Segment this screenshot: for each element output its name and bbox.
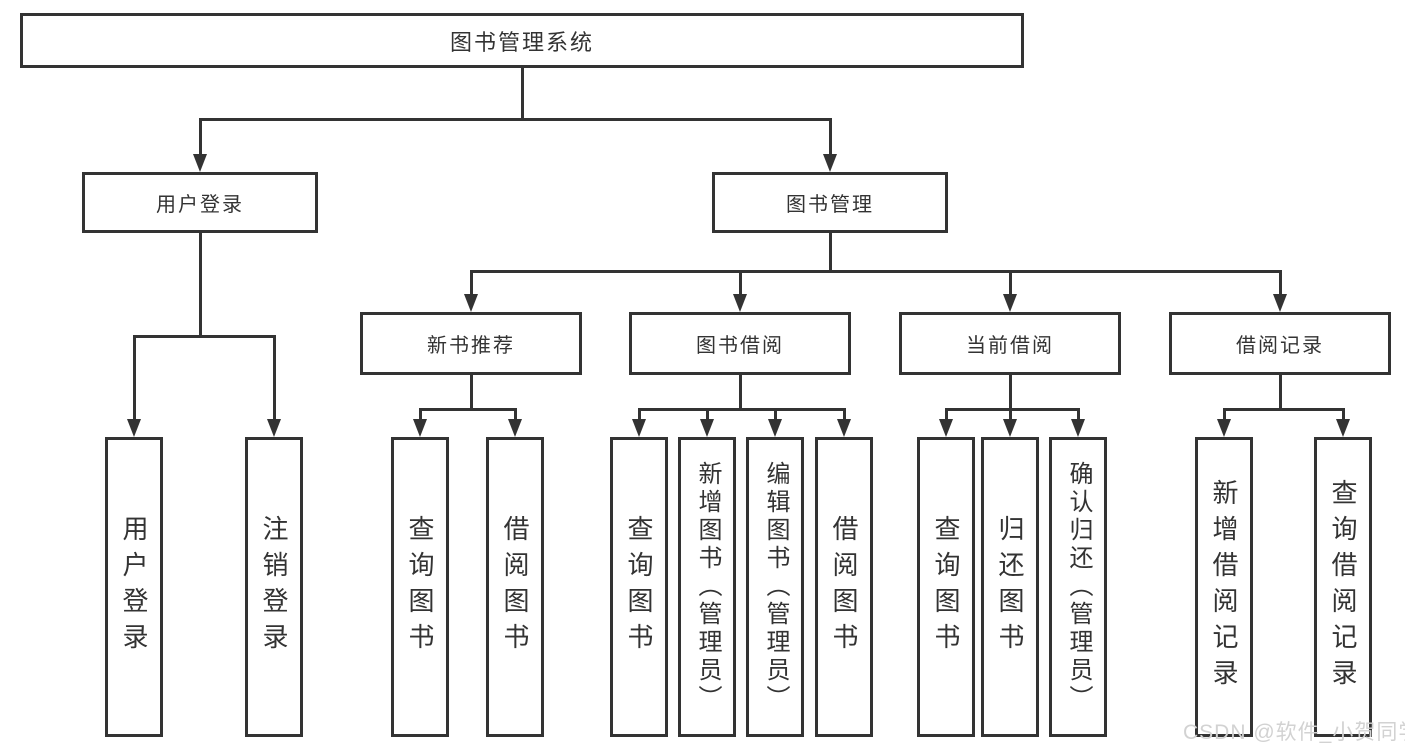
arrowhead-borrowing-borrow-icon <box>837 419 851 437</box>
connector-level2-bus <box>198 118 832 121</box>
arrowhead-confirm-return-icon <box>1071 419 1085 437</box>
arrowhead-book-management-icon <box>823 154 837 172</box>
leaf-add-books-admin-label: 新增图书（管理员） <box>694 461 721 713</box>
arrowhead-return-books-icon <box>1003 419 1017 437</box>
leaf-user-login-label: 用户登录 <box>119 515 149 659</box>
arrowhead-borrowing-records-icon <box>1273 294 1287 312</box>
leaf-return-books-box: 归还图书 <box>981 437 1039 737</box>
connector-to-leaf-logout <box>272 335 276 421</box>
arrowhead-borrowing-query-icon <box>632 419 646 437</box>
arrowhead-new-book-recommend-icon <box>464 294 478 312</box>
connector-to-return-books <box>1008 408 1012 421</box>
connector-borrowing-stem <box>738 375 742 411</box>
leaf-return-books-label: 归还图书 <box>995 515 1025 659</box>
leaf-edit-books-admin-box: 编辑图书（管理员） <box>746 437 804 737</box>
connector-to-borrowing-records <box>1278 270 1282 296</box>
arrowhead-recommend-query-icon <box>413 419 427 437</box>
connector-to-user-login <box>198 118 202 156</box>
connector-root-stem <box>520 68 524 120</box>
leaf-query-borrow-record-label: 查询借阅记录 <box>1328 479 1358 695</box>
leaf-borrowing-borrow-books-label: 借阅图书 <box>829 515 859 659</box>
connector-to-current-query <box>944 408 948 421</box>
leaf-borrowing-query-books-label: 查询图书 <box>624 515 654 659</box>
leaf-add-borrow-record-box: 新增借阅记录 <box>1195 437 1253 737</box>
connector-to-edit-books <box>773 408 777 421</box>
connector-current-bus <box>944 408 1080 411</box>
connector-to-book-borrowing <box>738 270 742 296</box>
connector-recommend-bus <box>418 408 517 411</box>
node-borrowing-records-box: 借阅记录 <box>1169 312 1391 375</box>
leaf-edit-books-admin-label: 编辑图书（管理员） <box>762 461 789 713</box>
connector-to-recommend-query <box>418 408 422 421</box>
leaf-recommend-borrow-books-box: 借阅图书 <box>486 437 544 737</box>
leaf-confirm-return-admin-box: 确认归还（管理员） <box>1049 437 1107 737</box>
leaf-borrowing-query-books-box: 查询图书 <box>610 437 668 737</box>
arrowhead-user-login-icon <box>193 154 207 172</box>
connector-to-recommend-borrow <box>513 408 517 421</box>
arrowhead-current-borrowing-icon <box>1003 294 1017 312</box>
leaf-borrowing-borrow-books-box: 借阅图书 <box>815 437 873 737</box>
csdn-watermark: CSDN @软件_小贺同学 <box>1183 721 1405 744</box>
connector-level3-bus <box>469 270 1282 273</box>
arrowhead-book-borrowing-icon <box>733 294 747 312</box>
arrowhead-add-books-icon <box>700 419 714 437</box>
connector-to-confirm-return <box>1076 408 1080 421</box>
node-book-management-label: 图书管理 <box>786 194 874 216</box>
arrowhead-query-record-icon <box>1336 419 1350 437</box>
arrowhead-recommend-borrow-icon <box>508 419 522 437</box>
connector-to-query-record <box>1341 408 1345 421</box>
connector-current-stem <box>1008 375 1012 411</box>
leaf-recommend-borrow-books-label: 借阅图书 <box>500 515 530 659</box>
arrowhead-current-query-icon <box>939 419 953 437</box>
leaf-current-query-books-label: 查询图书 <box>931 515 961 659</box>
connector-user-login-stem <box>198 233 202 337</box>
connector-to-borrowing-borrow <box>842 408 846 421</box>
arrowhead-leaf-logout-icon <box>267 419 281 437</box>
leaf-recommend-query-books-label: 查询图书 <box>405 515 435 659</box>
node-book-borrowing-box: 图书借阅 <box>629 312 851 375</box>
leaf-user-login-box: 用户登录 <box>105 437 163 737</box>
node-root-label: 图书管理系统 <box>449 29 594 55</box>
connector-to-current-borrowing <box>1008 270 1012 296</box>
leaf-add-borrow-record-label: 新增借阅记录 <box>1209 479 1239 695</box>
connector-recommend-stem <box>469 375 473 411</box>
connector-borrowing-bus <box>637 408 846 411</box>
node-user-login-label: 用户登录 <box>156 194 244 216</box>
connector-to-add-books <box>705 408 709 421</box>
arrowhead-edit-books-icon <box>768 419 782 437</box>
node-new-book-recommend-label: 新书推荐 <box>427 335 515 357</box>
node-user-login-box: 用户登录 <box>82 172 318 233</box>
leaf-confirm-return-admin-label: 确认归还（管理员） <box>1065 461 1092 713</box>
connector-to-leaf-user-login <box>132 335 136 421</box>
leaf-logout-box: 注销登录 <box>245 437 303 737</box>
node-book-borrowing-label: 图书借阅 <box>696 335 784 357</box>
connector-to-book-management <box>828 118 832 156</box>
connector-to-new-book-recommend <box>469 270 473 296</box>
connector-book-management-stem <box>828 233 832 273</box>
connector-to-add-record <box>1222 408 1226 421</box>
node-book-management-box: 图书管理 <box>712 172 948 233</box>
leaf-recommend-query-books-box: 查询图书 <box>391 437 449 737</box>
leaf-query-borrow-record-box: 查询借阅记录 <box>1314 437 1372 737</box>
node-new-book-recommend-box: 新书推荐 <box>360 312 582 375</box>
arrowhead-add-record-icon <box>1217 419 1231 437</box>
connector-to-borrowing-query <box>637 408 641 421</box>
node-current-borrowing-box: 当前借阅 <box>899 312 1121 375</box>
arrowhead-leaf-user-login-icon <box>127 419 141 437</box>
leaf-current-query-books-box: 查询图书 <box>917 437 975 737</box>
connector-records-stem <box>1278 375 1282 411</box>
connector-records-bus <box>1222 408 1345 411</box>
node-borrowing-records-label: 借阅记录 <box>1236 335 1324 357</box>
node-root-box: 图书管理系统 <box>20 13 1024 68</box>
leaf-add-books-admin-box: 新增图书（管理员） <box>678 437 736 737</box>
connector-user-login-bus <box>132 335 276 338</box>
node-current-borrowing-label: 当前借阅 <box>966 335 1054 357</box>
leaf-logout-label: 注销登录 <box>259 515 289 659</box>
